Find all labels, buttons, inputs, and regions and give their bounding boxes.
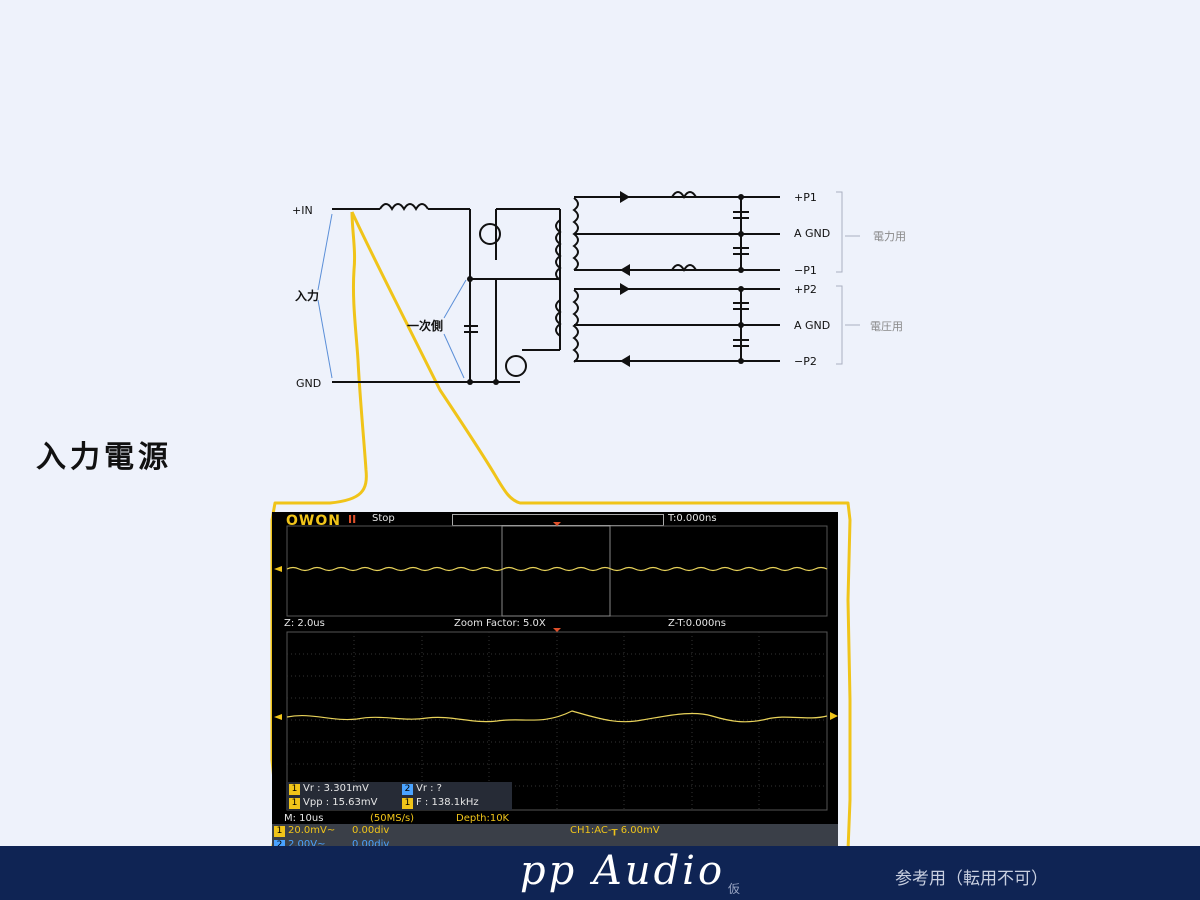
measurement-vr-ch2-value: Vr : ? [416, 783, 442, 794]
slide-title: 入力電源 [36, 440, 172, 475]
zoom-overview-grid [274, 522, 838, 811]
zoom-trigger-time: Z-T:0.000ns [668, 618, 726, 629]
ch1-badge: 1 [402, 798, 413, 809]
label-p1-minus: −P1 [794, 264, 817, 277]
label-group-power: 電力用 [873, 230, 906, 243]
label-p2-plus: +P2 [794, 283, 817, 296]
ch1-badge: 1 [289, 784, 300, 795]
label-agnd-1: A GND [794, 227, 830, 240]
zoom-timebase: Z: 2.0us [284, 618, 325, 629]
label-in-plus: +IN [292, 204, 313, 217]
measurement-freq-value: F : 138.1kHz [416, 797, 479, 808]
label-agnd-2: A GND [794, 319, 830, 332]
label-p1-plus: +P1 [794, 191, 817, 204]
run-state-text: Stop [372, 513, 395, 524]
scope-brand-logo: OWON [286, 513, 341, 529]
label-input: 入力 [295, 288, 319, 303]
oscilloscope-screen: OWON II Stop T:0.000ns Z: 2.0us Zoom Fac… [272, 512, 838, 852]
memory-depth: Depth:10K [456, 813, 510, 824]
ch1-badge: 1 [289, 798, 300, 809]
ch2-badge: 2 [274, 840, 285, 851]
label-primary: 一次側 [407, 318, 443, 333]
ch1-offset: 0.00div [352, 825, 390, 836]
zoom-factor: Zoom Factor: 5.0X [454, 618, 546, 629]
ch1-badge: 1 [274, 826, 285, 837]
ch2-offset: 0.00div [352, 839, 390, 850]
measurement-vr-ch1-value: Vr : 3.301mV [303, 783, 369, 794]
main-timebase: M: 10us [284, 813, 324, 824]
ch2-badge: 2 [402, 784, 413, 795]
trigger-info: CH1:AC-┰ 6.00mV [570, 825, 660, 836]
sample-rate: (50MS/s) [370, 813, 415, 824]
label-group-voltage: 電圧用 [870, 320, 903, 333]
footer-note: 参考用（転用不可） [895, 869, 1048, 889]
footer-brand: pp Audio [520, 848, 726, 894]
ch2-scale: 2.00V~ [288, 839, 326, 850]
measurement-vpp-value: Vpp : 15.63mV [303, 797, 378, 808]
ch1-scale: 20.0mV~ [288, 825, 336, 836]
label-p2-minus: −P2 [794, 355, 817, 368]
footer-bar [0, 846, 1200, 900]
highlight-callout [270, 211, 852, 854]
run-state-icon: II [348, 513, 357, 526]
footer-brand-sub: 仮 [728, 882, 741, 896]
label-gnd: GND [296, 377, 321, 390]
trigger-time: T:0.000ns [668, 513, 717, 524]
